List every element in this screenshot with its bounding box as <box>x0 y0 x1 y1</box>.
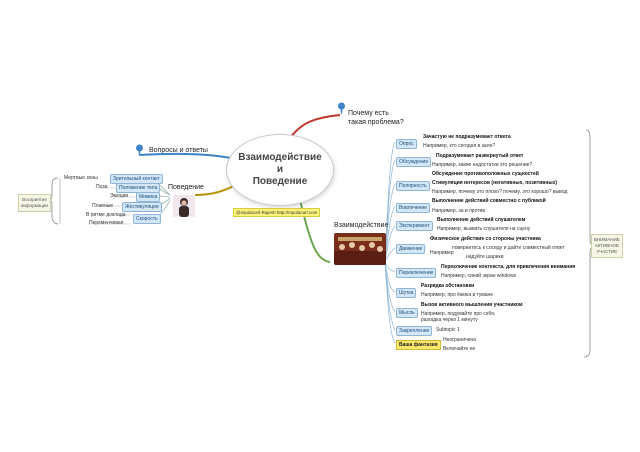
item-subtitle: Например, какие недостатки это решение? <box>432 162 533 168</box>
item-title: Разрядка обстановки <box>421 283 475 289</box>
tag-movement[interactable]: Движение <box>396 244 426 254</box>
item-subtitle: Например, подумайте про себя, разгадка ч… <box>421 311 496 323</box>
item-title: Subtopic 1 <box>436 327 460 333</box>
item-prefix: Например <box>430 250 454 256</box>
behavior-item-label: Эмоции <box>110 193 129 199</box>
behavior-item-label: Плавные <box>92 203 114 209</box>
item-subtitle: Например, синий экран windows <box>441 273 517 279</box>
item-title: Физическое действие со стороны участника <box>430 236 541 242</box>
item-title: Подразумевает развернутый ответ <box>436 153 524 159</box>
question-icon-why <box>338 102 345 114</box>
item-subtitle: Например, вызвать слушателя на сцену <box>437 226 531 232</box>
central-topic[interactable]: Взаимодействие и Поведение <box>226 134 334 206</box>
tag-experiment[interactable]: Эксперимент <box>396 221 433 231</box>
behavior-tag-mimicry[interactable]: Мимика <box>136 192 161 202</box>
item-title: Выполнение действий совместно с публикой <box>432 198 546 204</box>
item-subtitle-2: надуйте шарики <box>466 254 504 260</box>
item-title: Стимуляция интересов (негативных, позити… <box>432 180 558 186</box>
branch-interaction-label: Взаимодействие <box>334 222 389 229</box>
author-url-label[interactable]: @mpolacarl-Rajesh http://mpolacarl.com <box>233 208 321 217</box>
item-title: Зачастую не подразумевает ответа <box>423 134 511 140</box>
item-subtitle: Например, почему это плохо? почему, это … <box>432 189 568 195</box>
question-icon <box>136 144 143 156</box>
item-subtitle: повернитесь к соседу и дайте совместный … <box>452 245 565 251</box>
tag-discussion[interactable]: Обсуждение <box>396 157 432 167</box>
tag-your-fantasy[interactable]: Ваша фантазия <box>396 340 441 350</box>
behavior-tag-gestures[interactable]: Жестикуляция <box>122 202 162 212</box>
branch-questions-label: Вопросы и ответы <box>149 147 208 154</box>
behavior-tag-speed[interactable]: Скорость <box>133 214 161 224</box>
item-title: Вызов активного мышления участником <box>421 302 523 308</box>
attention-note: ВНИМАНИЕ АКТИВНОЕ УЧАСТИЕ <box>591 234 623 258</box>
audience-photo <box>334 233 386 265</box>
perception-note: Восприятие информации <box>18 194 51 212</box>
branch-behavior-label: Поведение <box>168 184 204 191</box>
tag-joke[interactable]: Шутка <box>396 288 417 298</box>
item-title: Обсуждение противоположных сущностей <box>432 171 539 177</box>
branch-interaction[interactable]: Взаимодействие <box>334 222 388 229</box>
branch-behavior[interactable]: Поведение <box>168 184 204 191</box>
tag-switch[interactable]: Переключение <box>396 268 437 278</box>
tag-involvement[interactable]: Вовлечение <box>396 203 430 213</box>
behavior-item-label: В ритме доклада <box>86 212 126 218</box>
item-subtitle: Например, за и против <box>432 208 485 214</box>
behavior-item-label: Переменчивая <box>89 220 124 226</box>
tag-thought[interactable]: Мысль <box>396 308 418 318</box>
behavior-item-label: Поза <box>96 184 108 190</box>
branch-questions[interactable]: Вопросы и ответы <box>149 147 208 154</box>
item-subtitle: Включайте ее <box>443 346 476 352</box>
item-title: Переключение контекста, для привлечения … <box>441 264 576 270</box>
tag-polarity[interactable]: Полярность <box>396 181 430 191</box>
presenter-photo <box>173 195 195 217</box>
tag-survey[interactable]: Опрос <box>396 139 417 149</box>
behavior-item-label: Мертвые зоны <box>64 175 98 181</box>
item-title: Выполнение действий слушателем <box>437 217 526 223</box>
tag-reinforcement[interactable]: Закрепление <box>396 326 433 336</box>
item-title: Неограничена <box>443 337 477 343</box>
central-topic-title: Взаимодействие и Поведение <box>238 152 322 187</box>
branch-why[interactable]: Почему есть такая проблема? <box>348 100 404 127</box>
branch-why-label: Почему есть такая проблема? <box>348 110 404 126</box>
item-subtitle: Например, про ёжика в тумане <box>421 292 494 298</box>
item-subtitle: Например, кто сегодня в зале? <box>423 143 496 149</box>
